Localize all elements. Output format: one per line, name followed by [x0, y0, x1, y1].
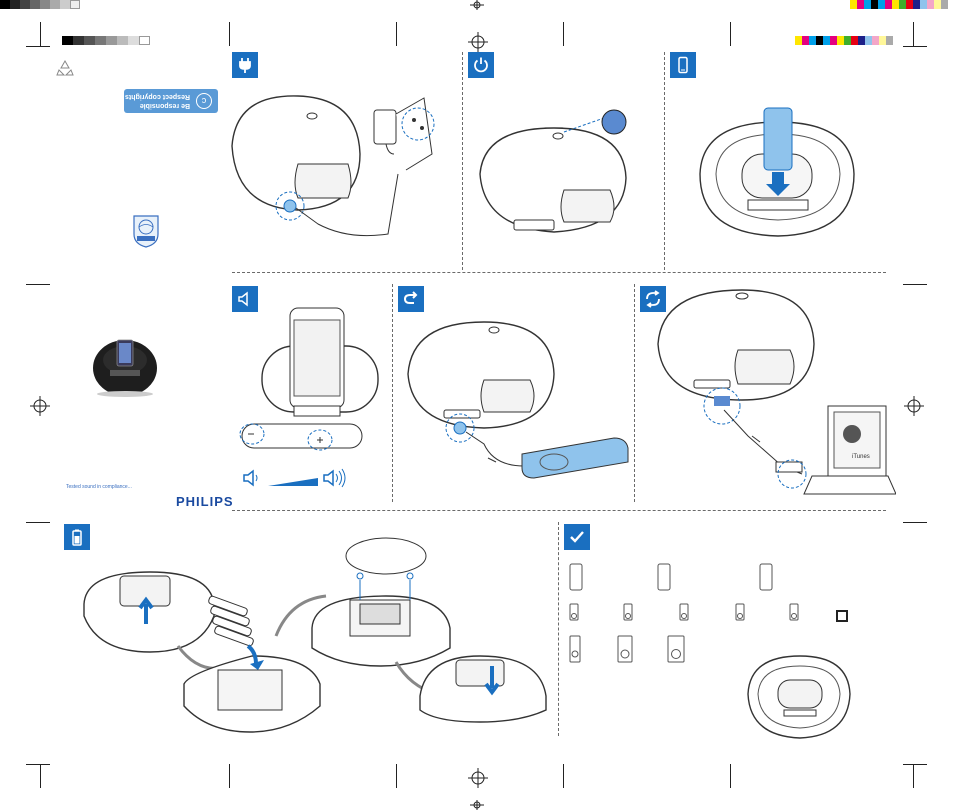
tagline: Tested sound in compliance...: [66, 484, 132, 490]
illustration-power-adapter: [228, 84, 460, 250]
color-swatch: [934, 0, 941, 9]
divider: [232, 510, 886, 511]
divider: [664, 52, 665, 270]
crop-mark: [26, 46, 50, 47]
color-swatch: [864, 0, 871, 9]
illustration-usb-sync: iTunes: [652, 286, 896, 496]
registration-target: [30, 396, 50, 416]
grayscale-bar-inner: [62, 36, 152, 45]
fold-mark: [903, 284, 927, 285]
recycle-icon: [56, 60, 74, 76]
crop-mark: [913, 764, 914, 788]
crop-mark: [913, 22, 914, 46]
registration-target: [468, 32, 488, 52]
fold-mark: [563, 22, 564, 46]
color-swatch: [802, 36, 809, 45]
fold-mark: [396, 22, 397, 46]
color-swatch: [872, 36, 879, 45]
fold-mark: [730, 764, 731, 788]
color-swatch: [886, 36, 893, 45]
fold-mark: [396, 764, 397, 788]
divider: [558, 522, 559, 736]
illustration-dock-phone: [694, 104, 860, 238]
registration-target: [468, 768, 488, 788]
illustration-power-on: [474, 104, 644, 240]
crop-mark: [26, 764, 50, 765]
color-swatch: [830, 36, 837, 45]
illustration-batteries: [80, 536, 556, 736]
color-swatch: [920, 0, 927, 9]
copyright-line1: Be responsible: [125, 101, 190, 110]
aux-input-icon: [398, 286, 424, 312]
color-swatch: [899, 0, 906, 9]
color-swatch: [941, 0, 948, 9]
color-swatch: [816, 36, 823, 45]
registration-target: [470, 800, 484, 810]
fold-mark: [563, 764, 564, 788]
crop-mark: [40, 764, 41, 788]
color-swatch: [871, 0, 878, 9]
color-bar-inner: [795, 36, 893, 45]
color-swatch: [879, 36, 886, 45]
illustration-aux-in: [404, 316, 630, 488]
color-swatch: [892, 0, 899, 9]
copyright-badge: c Be responsible Respect copyrights: [124, 89, 218, 113]
color-swatch: [850, 0, 857, 9]
color-swatch: [878, 0, 885, 9]
illustration-volume: [236, 306, 386, 466]
color-swatch: [844, 36, 851, 45]
fold-mark: [26, 522, 50, 523]
copyright-icon: c: [196, 93, 212, 109]
philips-shield-icon: [132, 214, 160, 248]
divider: [232, 272, 886, 273]
illustration-dock-compact: [744, 648, 854, 740]
color-swatch: [851, 36, 858, 45]
divider: [634, 284, 635, 502]
crop-mark: [903, 764, 927, 765]
color-swatch: [885, 0, 892, 9]
crop-mark: [903, 46, 927, 47]
color-swatch: [927, 0, 934, 9]
brand-logo: PHILIPS: [176, 494, 234, 509]
divider: [462, 52, 463, 270]
registration-target: [470, 0, 484, 10]
color-bar-top: [850, 0, 948, 9]
color-swatch: [858, 36, 865, 45]
color-swatch: [837, 36, 844, 45]
divider: [392, 284, 393, 502]
product-photo: [90, 330, 160, 400]
plug-icon: [232, 52, 258, 78]
crop-mark: [40, 22, 41, 46]
phone-icon: [670, 52, 696, 78]
fold-mark: [229, 22, 230, 46]
registration-target: [904, 396, 924, 416]
color-swatch: [913, 0, 920, 9]
copyright-line2: Respect copyrights: [125, 92, 190, 101]
checkmark-icon: [564, 524, 590, 550]
color-swatch: [865, 36, 872, 45]
grayscale-bar-top: [0, 0, 105, 9]
fold-mark: [730, 22, 731, 46]
color-swatch: [857, 0, 864, 9]
fold-mark: [26, 284, 50, 285]
power-icon: [468, 52, 494, 78]
fold-mark: [903, 522, 927, 523]
color-swatch: [795, 36, 802, 45]
color-swatch: [823, 36, 830, 45]
volume-ramp-graphic: [240, 466, 350, 490]
color-swatch: [906, 0, 913, 9]
itunes-label: iTunes: [852, 454, 870, 460]
color-swatch: [809, 36, 816, 45]
fold-mark: [229, 764, 230, 788]
